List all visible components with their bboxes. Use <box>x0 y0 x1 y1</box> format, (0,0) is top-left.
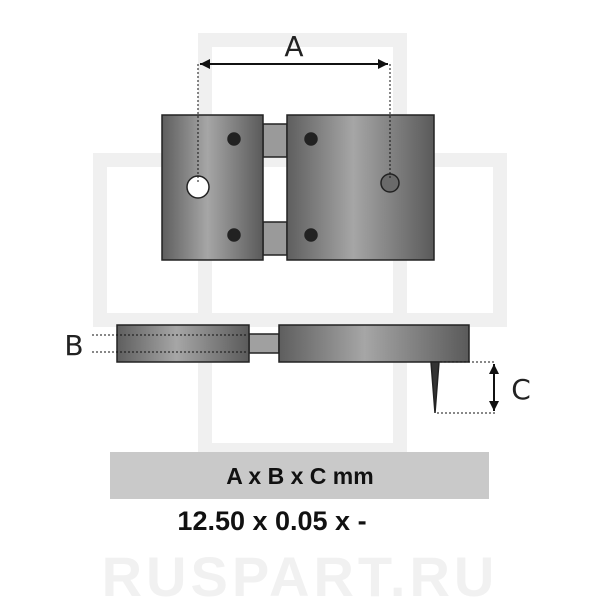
rivet <box>227 228 241 242</box>
dimension-b-label: B <box>64 329 83 362</box>
dimension-c-label: C <box>511 373 531 406</box>
side-link <box>248 333 280 354</box>
watermark-text: RUSPART.RU <box>102 545 499 600</box>
rivet <box>304 228 318 242</box>
hinge-knuckle-bottom <box>262 221 288 256</box>
side-left-bar <box>116 324 250 363</box>
rivet <box>304 132 318 146</box>
dimension-a-label: A <box>284 30 303 63</box>
rivet <box>227 132 241 146</box>
spec-value: 12.50 x 0.05 x - <box>177 506 366 536</box>
spike <box>430 361 440 414</box>
spec-header-band <box>110 452 489 499</box>
side-right-bar <box>278 324 470 363</box>
left-pin-hole <box>186 175 210 199</box>
hinge-side-view <box>116 324 470 414</box>
hinge-knuckle-top <box>262 123 288 158</box>
hinge-top-view <box>161 114 435 261</box>
left-leaf <box>161 114 264 261</box>
spec-header: A x B x C mm <box>226 463 373 489</box>
